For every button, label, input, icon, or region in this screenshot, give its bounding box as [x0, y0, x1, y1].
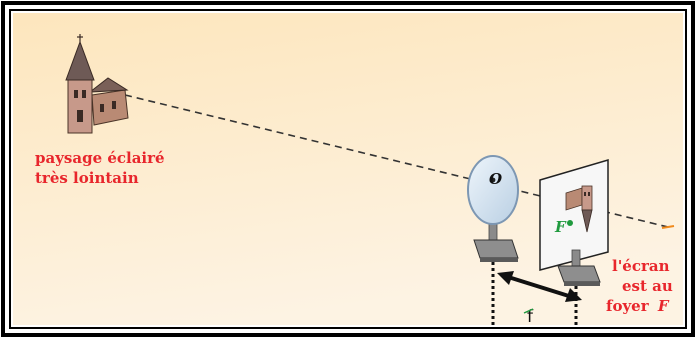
screen-label-line3-symbol: F	[657, 297, 670, 315]
svg-text:paysage éclairé: paysage éclairé	[35, 149, 165, 167]
screen-label-line3-word: foyer	[606, 297, 650, 315]
screen-label-line2: est au	[622, 277, 673, 295]
svg-text:O: O	[489, 170, 502, 188]
svg-text:très lointain: très lointain	[35, 169, 139, 187]
svg-text:F: F	[554, 218, 567, 236]
svg-text:f: f	[527, 307, 534, 327]
landscape-label-line1: paysage éclairé	[35, 149, 165, 167]
double-arrow-icon	[497, 271, 582, 302]
screen-icon	[539, 158, 609, 271]
lens-center-label: O	[489, 170, 502, 188]
svg-text:foyer F: foyer F	[606, 297, 670, 315]
lens-holder	[473, 212, 519, 262]
landscape-label-line2: très lointain	[35, 169, 139, 187]
svg-text:est au: est au	[622, 277, 673, 295]
screen-label-line1: l'écran	[612, 257, 670, 275]
screen-holder	[557, 249, 601, 286]
focal-point-label: F	[554, 218, 567, 236]
svg-text:l'écran: l'écran	[612, 257, 670, 275]
converging-lens-icon	[467, 155, 519, 225]
church-icon	[65, 34, 129, 134]
focal-length-label: f	[527, 307, 534, 327]
inner-border	[9, 9, 687, 329]
